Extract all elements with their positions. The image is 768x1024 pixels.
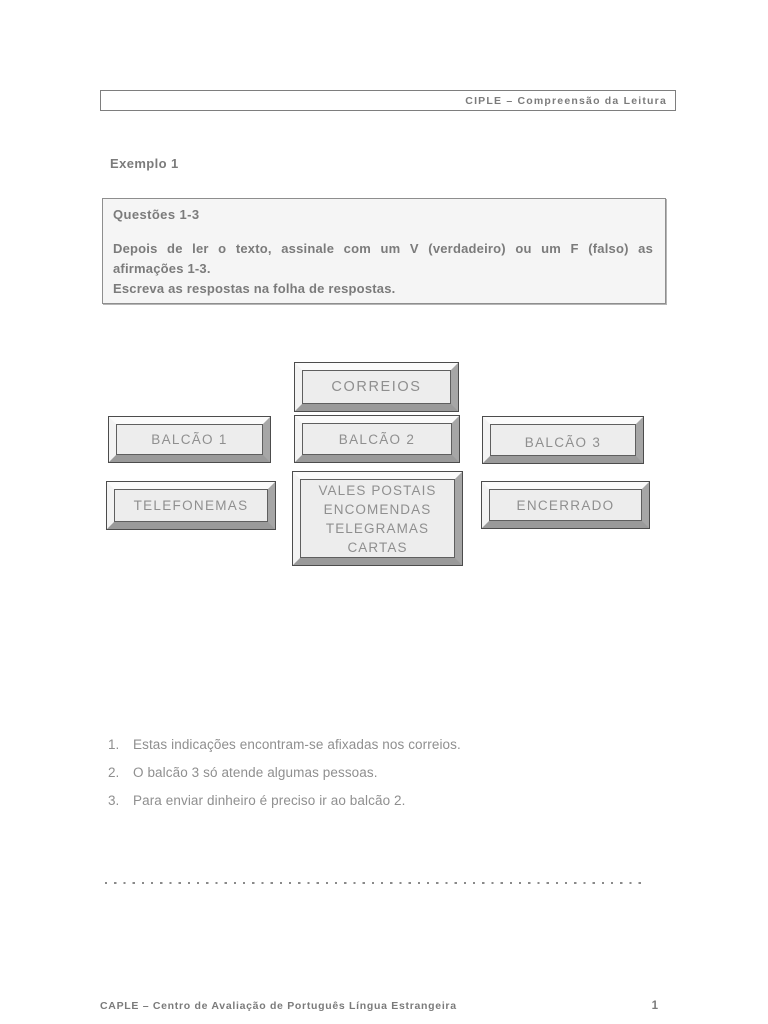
sign-vales-postais: VALES POSTAIS ENCOMENDAS TELEGRAMAS CART… (292, 471, 463, 566)
sign-balcao-1-face: BALCÃO 1 (116, 424, 263, 455)
sign-vales-line-3: TELEGRAMAS (325, 520, 430, 536)
statement-row-2: 2. O balcão 3 só atende algumas pessoas. (108, 759, 648, 787)
question-box-title: Questões 1-3 (113, 207, 200, 222)
instruction-line-3: Escreva as respostas na folha de respost… (113, 281, 396, 296)
sign-vales-line-1: VALES POSTAIS (318, 482, 437, 498)
statement-row-1: 1. Estas indicações encontram-se afixada… (108, 731, 648, 759)
statement-2-text: O balcão 3 só atende algumas pessoas. (133, 765, 378, 780)
question-instructions-box: Questões 1-3 Depois de ler o texto, assi… (102, 198, 666, 304)
statement-3-number: 3. (108, 793, 120, 808)
dotted-divider (105, 882, 641, 885)
sign-telefonemas: TELEFONEMAS (106, 481, 276, 530)
sign-vales-line-4: CARTAS (347, 539, 408, 555)
sign-telefonemas-label: TELEFONEMAS (133, 498, 249, 513)
header-rule-box: CIPLE – Compreensão da Leitura (100, 90, 676, 111)
page-footer: CAPLE – Centro de Avaliação de Português… (100, 1000, 658, 1012)
sign-correios-face: CORREIOS (302, 370, 451, 404)
statements-list: 1. Estas indicações encontram-se afixada… (108, 731, 648, 815)
sign-balcao-1-label: BALCÃO 1 (151, 432, 228, 447)
header-title: CIPLE – Compreensão da Leitura (465, 94, 667, 107)
sign-vales-line-2: ENCOMENDAS (323, 501, 432, 517)
question-box-instructions: Depois de ler o texto, assinale com um V… (113, 239, 653, 299)
sign-correios-label: CORREIOS (331, 379, 422, 395)
sign-balcao-3: BALCÃO 3 (482, 416, 644, 464)
example-title: Exemplo 1 (110, 156, 179, 171)
footer-org-title: CAPLE – Centro de Avaliação de Português… (100, 1000, 457, 1012)
sign-telefonemas-face: TELEFONEMAS (114, 489, 268, 522)
statement-1-text: Estas indicações encontram-se afixadas n… (133, 737, 461, 752)
sign-correios: CORREIOS (294, 362, 459, 412)
statement-2-number: 2. (108, 765, 120, 780)
instruction-line-1: Depois de ler o texto, assinale com um V… (113, 241, 653, 256)
sign-encerrado: ENCERRADO (481, 481, 650, 529)
sign-balcao-1: BALCÃO 1 (108, 416, 271, 463)
sign-encerrado-face: ENCERRADO (489, 489, 642, 521)
statement-3-text: Para enviar dinheiro é preciso ir ao bal… (133, 793, 406, 808)
instruction-line-2: afirmações 1-3. (113, 261, 211, 276)
sign-vales-postais-face: VALES POSTAIS ENCOMENDAS TELEGRAMAS CART… (300, 479, 455, 558)
sign-balcao-2-face: BALCÃO 2 (302, 423, 452, 455)
sign-balcao-2: BALCÃO 2 (294, 415, 460, 463)
statement-row-3: 3. Para enviar dinheiro é preciso ir ao … (108, 787, 648, 815)
footer-page-number: 1 (651, 1000, 658, 1012)
sign-balcao-2-label: BALCÃO 2 (338, 431, 416, 447)
sign-encerrado-label: ENCERRADO (516, 497, 615, 513)
sign-balcao-3-face: BALCÃO 3 (490, 424, 636, 456)
sign-balcao-3-label: BALCÃO 3 (524, 434, 602, 450)
statement-1-number: 1. (108, 737, 120, 752)
